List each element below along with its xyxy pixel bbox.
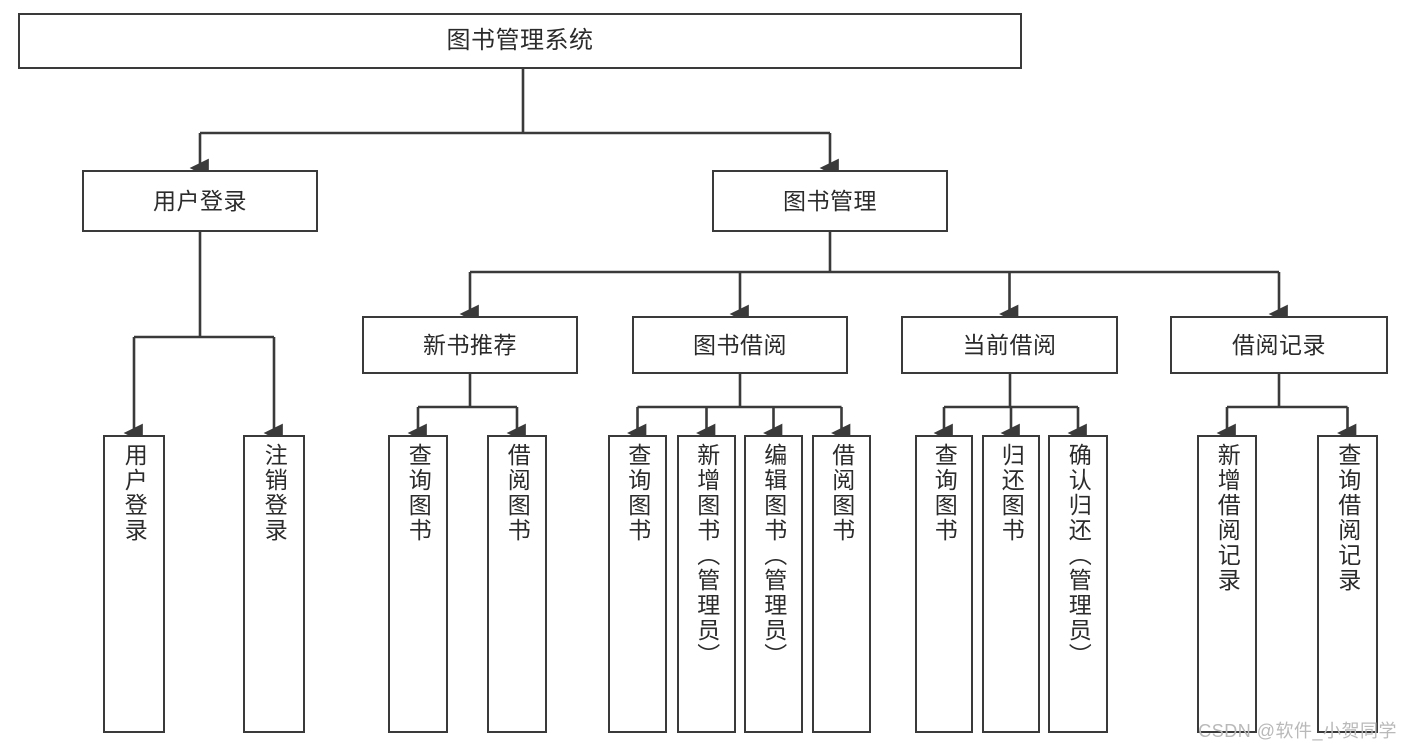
leaf-query-borrowing-record-label: 查询借阅记录 <box>1334 443 1361 593</box>
leaf-query-book-current-label: 查询图书 <box>931 443 958 543</box>
leaf-edit-book-admin-label: 编辑图书（管理员） <box>760 443 787 668</box>
leaf-logout[interactable]: 注销登录 <box>243 435 305 733</box>
leaf-return-book[interactable]: 归还图书 <box>982 435 1040 733</box>
leaf-query-book-current[interactable]: 查询图书 <box>915 435 973 733</box>
leaf-add-borrowing-record-label: 新增借阅记录 <box>1214 443 1241 593</box>
leaf-query-borrowing-record[interactable]: 查询借阅记录 <box>1317 435 1378 733</box>
node-user-login-label: 用户登录 <box>153 187 247 214</box>
node-book-borrowing[interactable]: 图书借阅 <box>632 316 848 374</box>
node-root-label: 图书管理系统 <box>446 27 594 55</box>
leaf-add-borrowing-record[interactable]: 新增借阅记录 <box>1197 435 1257 733</box>
leaf-confirm-return-admin[interactable]: 确认归还（管理员） <box>1048 435 1108 733</box>
leaf-logout-label: 注销登录 <box>261 443 288 543</box>
node-book-management[interactable]: 图书管理 <box>712 170 948 232</box>
leaf-query-book-borrowing[interactable]: 查询图书 <box>608 435 667 733</box>
leaf-return-book-label: 归还图书 <box>998 443 1025 543</box>
leaf-add-book-admin-label: 新增图书（管理员） <box>693 443 720 668</box>
node-book-borrowing-label: 图书借阅 <box>693 331 787 358</box>
leaf-user-login-label: 用户登录 <box>121 443 148 543</box>
node-root[interactable]: 图书管理系统 <box>18 13 1022 69</box>
node-new-book-recommendation[interactable]: 新书推荐 <box>362 316 578 374</box>
node-new-book-recommendation-label: 新书推荐 <box>423 331 517 358</box>
leaf-user-login[interactable]: 用户登录 <box>103 435 165 733</box>
node-user-login[interactable]: 用户登录 <box>82 170 318 232</box>
leaf-confirm-return-admin-label: 确认归还（管理员） <box>1065 443 1092 668</box>
leaf-borrow-book-borrowing-label: 借阅图书 <box>828 443 855 543</box>
leaf-edit-book-admin[interactable]: 编辑图书（管理员） <box>744 435 803 733</box>
node-borrowing-record-label: 借阅记录 <box>1232 331 1326 358</box>
node-current-borrowing-label: 当前借阅 <box>962 331 1057 358</box>
leaf-borrow-book-borrowing[interactable]: 借阅图书 <box>812 435 871 733</box>
node-book-management-label: 图书管理 <box>783 187 877 214</box>
leaf-query-book-borrowing-label: 查询图书 <box>624 443 651 543</box>
node-borrowing-record[interactable]: 借阅记录 <box>1170 316 1388 374</box>
leaf-query-book-recommendation[interactable]: 查询图书 <box>388 435 448 733</box>
leaf-query-book-recommendation-label: 查询图书 <box>405 443 432 543</box>
leaf-borrow-book-recommendation[interactable]: 借阅图书 <box>487 435 547 733</box>
node-current-borrowing[interactable]: 当前借阅 <box>901 316 1118 374</box>
leaf-add-book-admin[interactable]: 新增图书（管理员） <box>677 435 736 733</box>
leaf-borrow-book-recommendation-label: 借阅图书 <box>504 443 531 543</box>
